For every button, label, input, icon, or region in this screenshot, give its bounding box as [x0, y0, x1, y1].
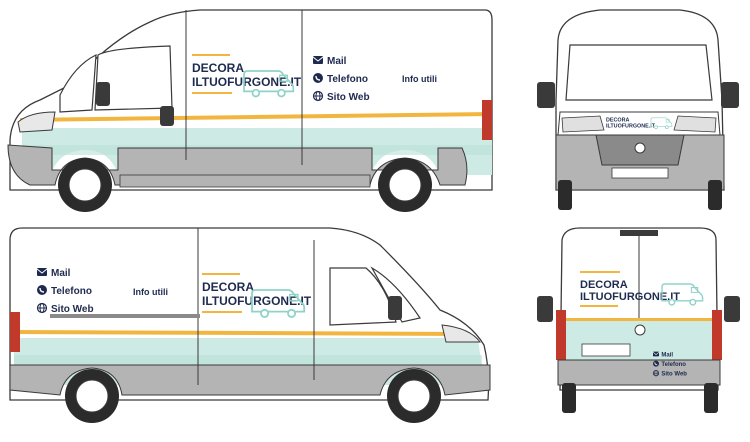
brand-logo-rear: DECORA ILTUOFURGONE.IT — [580, 271, 704, 307]
svg-text:Sito Web: Sito Web — [661, 372, 687, 378]
svg-text:Sito Web: Sito Web — [327, 92, 370, 103]
contacts-top-left: Mail Telefono Sito Web — [312, 55, 370, 103]
svg-text:Telefono: Telefono — [51, 286, 92, 297]
contacts-bottom-left: Mail Telefono Sito Web — [36, 267, 94, 315]
brand-logo-front: DECORA ILTUOFURGONE.IT — [606, 117, 673, 129]
mail-icon — [312, 55, 324, 65]
van-side-view-left: DECORA ILTUOFURGONE.IT Mail Telefono Sit… — [7, 9, 493, 212]
svg-text:Mail: Mail — [51, 268, 71, 279]
svg-text:ILTUOFURGONE.IT: ILTUOFURGONE.IT — [606, 123, 656, 129]
svg-text:DECORA: DECORA — [606, 117, 629, 123]
brand-logo-bottom-left: DECORA ILTUOFURGONE.IT — [202, 273, 312, 318]
svg-text:Mail: Mail — [327, 56, 347, 67]
van-front-view: DECORA ILTUOFURGONE.IT — [537, 9, 739, 210]
brand-logo-top-left: DECORA ILTUOFURGONE.IT — [192, 54, 302, 98]
svg-text:DECORA: DECORA — [580, 279, 628, 291]
info-bottom-left: Info utili — [133, 287, 168, 297]
svg-text:ILTUOFURGONE.IT: ILTUOFURGONE.IT — [192, 75, 302, 89]
svg-text:Telefono: Telefono — [661, 362, 686, 368]
svg-text:Mail: Mail — [661, 352, 673, 358]
contacts-rear: Mail Telefono Sito Web — [652, 351, 687, 378]
svg-text:ILTUOFURGONE.IT: ILTUOFURGONE.IT — [580, 291, 680, 303]
svg-text:ILTUOFURGONE.IT: ILTUOFURGONE.IT — [202, 294, 312, 308]
svg-text:Sito Web: Sito Web — [51, 304, 94, 315]
phone-icon — [312, 72, 324, 84]
svg-text:DECORA: DECORA — [192, 61, 244, 75]
svg-text:DECORA: DECORA — [202, 280, 254, 294]
van-side-view-right: Mail Telefono Sito Web Info utili DECORA… — [9, 227, 491, 423]
van-rear-view: DECORA ILTUOFURGONE.IT Mail Telefono Sit… — [537, 227, 740, 413]
svg-text:Telefono: Telefono — [327, 74, 368, 85]
info-top-left: Info utili — [402, 74, 437, 84]
